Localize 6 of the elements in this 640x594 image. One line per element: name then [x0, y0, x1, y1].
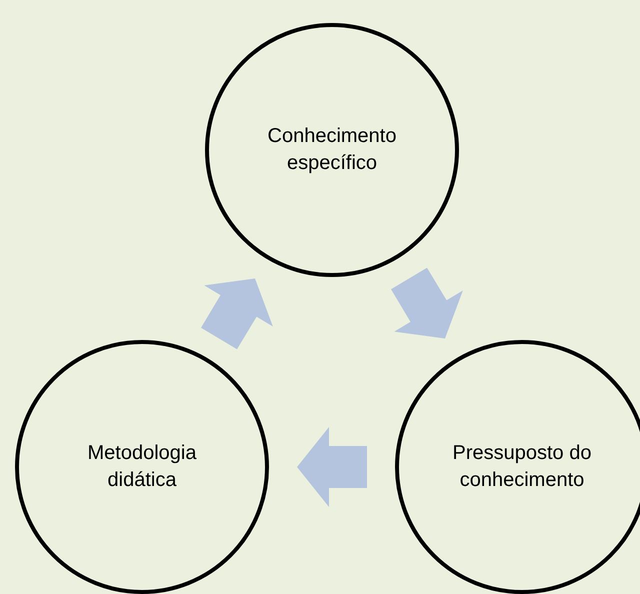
- block-arrow: [297, 427, 367, 507]
- block-arrow: [201, 278, 273, 350]
- block-arrow: [391, 268, 463, 338]
- node-label: Pressuposto do conhecimento: [452, 441, 592, 493]
- node-label: Metodologia didática: [86, 441, 198, 493]
- node-label: Conhecimento específico: [266, 124, 398, 176]
